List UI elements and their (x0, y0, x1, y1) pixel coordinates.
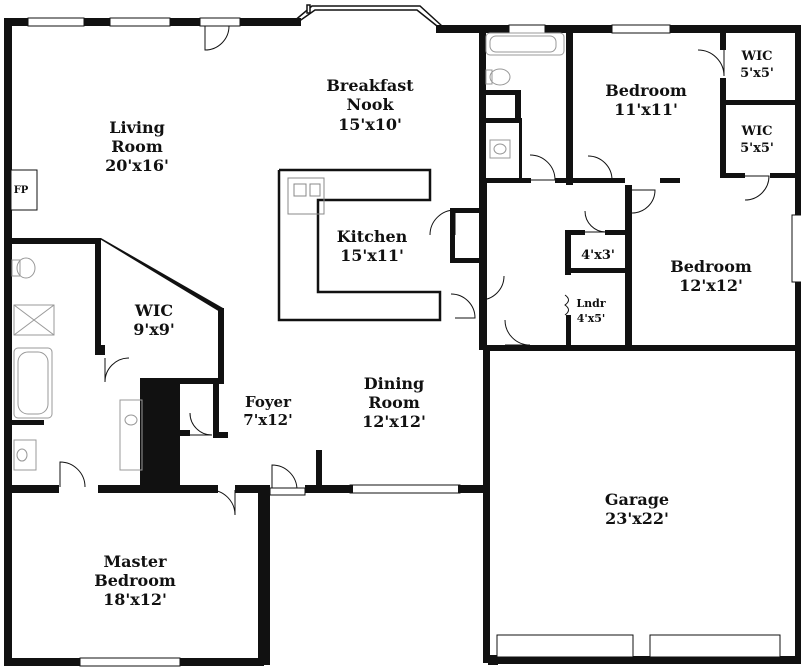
windows (27, 17, 801, 667)
laundry-name: Lndr (576, 297, 605, 310)
doors (59, 25, 770, 516)
living-room-label: Living Room 20'x16' (105, 118, 169, 175)
living-room-name-line2: Room (111, 137, 163, 156)
breakfast-nook-label: Breakfast Nook 15'x10' (326, 76, 414, 134)
living-room-name-line1: Living (109, 118, 165, 137)
fireplace-label: FP (14, 185, 29, 196)
bedroom-right-name: Bedroom (670, 257, 752, 276)
bay-window (292, 4, 443, 27)
breakfast-nook-name-line2: Nook (346, 95, 394, 114)
laundry-label: Lndr 4'x5' (576, 297, 605, 325)
wic-second-dimensions: 5'x5' (740, 141, 774, 156)
wic-second-name: WIC (740, 124, 772, 139)
closet-small-dimensions: 4'x3' (581, 248, 615, 263)
dining-room-dimensions: 12'x12' (362, 412, 426, 431)
wic-master-dimensions: 9'x9' (133, 320, 175, 339)
bedroom-right-label: Bedroom 12'x12' (670, 257, 752, 295)
breakfast-nook-dimensions: 15'x10' (338, 115, 402, 134)
fireplace: FP (10, 169, 38, 211)
master-bedroom-name-line1: Master (103, 552, 167, 571)
foyer-name: Foyer (245, 393, 292, 411)
kitchen-label: Kitchen 15'x11' (337, 227, 408, 265)
wic-master-name: WIC (134, 301, 173, 320)
laundry-dimensions: 4'x5' (577, 312, 606, 325)
master-bedroom-dimensions: 18'x12' (103, 590, 167, 609)
dining-room-name-line2: Room (368, 393, 420, 412)
kitchen-counter (277, 168, 442, 322)
garage-label: Garage 23'x22' (605, 490, 669, 528)
master-bedroom-label: Master Bedroom 18'x12' (94, 552, 176, 609)
bedroom-top-name: Bedroom (605, 81, 687, 100)
bedroom-top-label: Bedroom 11'x11' (605, 81, 687, 119)
bath-fixtures (11, 32, 565, 471)
bedroom-right-dimensions: 12'x12' (679, 276, 743, 295)
foyer-dimensions: 7'x12' (243, 411, 292, 429)
breakfast-nook-name-line1: Breakfast (326, 76, 414, 95)
dining-room-label: Dining Room 12'x12' (362, 374, 426, 431)
garage-dimensions: 23'x22' (605, 509, 669, 528)
garage-name: Garage (605, 490, 669, 509)
kitchen-name: Kitchen (337, 227, 408, 246)
living-room-dimensions: 20'x16' (105, 156, 169, 175)
master-bedroom-name-line2: Bedroom (94, 571, 176, 590)
wic-top-name: WIC (740, 49, 772, 64)
bedroom-top-dimensions: 11'x11' (614, 100, 678, 119)
interior-walls (4, 25, 801, 665)
kitchen-dimensions: 15'x11' (340, 246, 404, 265)
wic-second-label: WIC 5'x5' (740, 124, 774, 156)
dining-room-name-line1: Dining (364, 374, 424, 393)
foyer-label: Foyer 7'x12' (243, 393, 292, 429)
wic-top-label: WIC 5'x5' (740, 49, 774, 81)
wic-top-dimensions: 5'x5' (740, 66, 774, 81)
wic-master-label: WIC 9'x9' (133, 301, 175, 339)
closet-small-label: 4'x3' (581, 248, 615, 263)
